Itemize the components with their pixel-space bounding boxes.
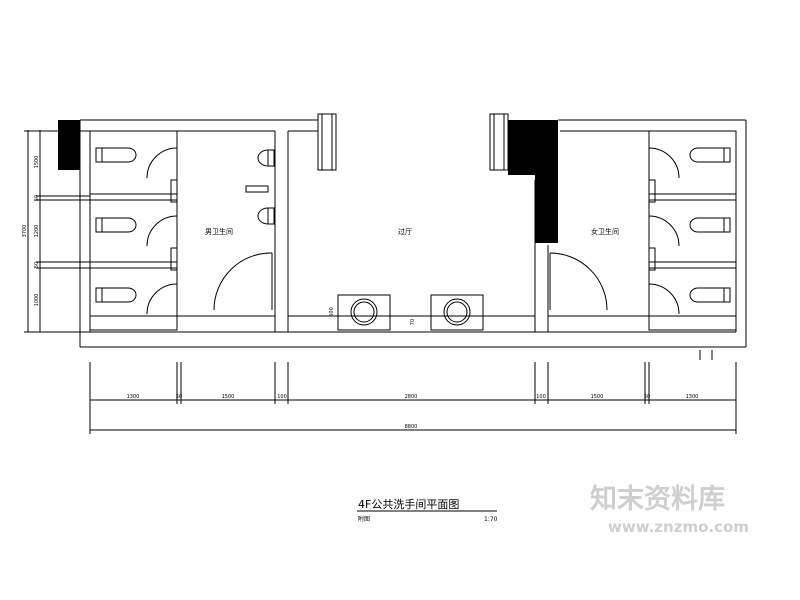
- mens-stall-1: [89, 130, 178, 195]
- womens-entry-door-swing: [549, 252, 608, 311]
- stall-door-swing: [146, 283, 178, 315]
- toilet-icon: [689, 217, 731, 233]
- sink-cabinet: [430, 294, 484, 331]
- mens-stall-post-2: [170, 247, 178, 271]
- dim-sink-gap: 70: [410, 319, 416, 325]
- dim-bottom-0: 1300: [127, 394, 140, 400]
- stall-door-swing: [146, 215, 178, 247]
- womens-stall-1: [648, 130, 737, 195]
- dim-left-1: 50: [34, 195, 40, 201]
- dim-bottom-8: 1300: [686, 394, 699, 400]
- room-label-hall: 过厅: [398, 227, 412, 236]
- dim-bottom-1: 50: [176, 394, 182, 400]
- dim-bottom-3: 100: [277, 394, 287, 400]
- dim-left-total: 3700: [22, 225, 28, 238]
- sink-icon: [350, 298, 378, 326]
- stall-door-swing: [648, 147, 680, 179]
- mens-stall-post-1: [170, 179, 178, 203]
- watermark-url: www.znzmo.com: [608, 518, 749, 536]
- womens-stall-3: [648, 267, 737, 331]
- dim-bottom-6: 1500: [591, 394, 604, 400]
- drawing-title: 4F公共洗手间平面图: [358, 497, 459, 511]
- dim-bottom-4: 2800: [405, 394, 418, 400]
- stall-door-swing: [146, 147, 178, 179]
- dim-bottom-5: 100: [536, 394, 546, 400]
- sink-cabinet: [337, 294, 391, 331]
- dim-left-2: 1200: [34, 225, 40, 238]
- drawing-title-left: 附图: [358, 515, 370, 523]
- mens-stall-2: [89, 199, 178, 263]
- dim-sink-counter: 600: [329, 307, 335, 317]
- urinal-partition: [245, 185, 269, 193]
- watermark-brand: 知末资料库: [590, 484, 725, 515]
- column-left: [58, 120, 80, 170]
- window-left: [317, 113, 337, 171]
- dim-bottom-2: 1500: [222, 394, 235, 400]
- drawing-scale: 1:70: [484, 516, 498, 523]
- dim-left-3: 50: [34, 262, 40, 268]
- dim-bottom-7: 50: [644, 394, 650, 400]
- stall-door-swing: [648, 283, 680, 315]
- window-right: [489, 113, 509, 171]
- mens-entry-door-swing: [213, 252, 273, 311]
- toilet-icon: [689, 287, 731, 303]
- toilet-icon: [95, 287, 137, 303]
- column-right-top: [508, 120, 558, 175]
- room-label-mens: 男卫生间: [205, 227, 233, 236]
- womens-stall-post-1: [648, 179, 656, 203]
- room-label-womens: 女卫生间: [591, 227, 619, 236]
- womens-stall-post-2: [648, 247, 656, 271]
- column-right-lower: [535, 175, 558, 243]
- stall-door-swing: [648, 215, 680, 247]
- toilet-icon: [95, 147, 137, 163]
- mens-stall-3: [89, 267, 178, 331]
- dim-left-4: 1000: [34, 294, 40, 307]
- urinal-icon: [257, 207, 275, 225]
- dim-bottom-total: 8800: [405, 424, 418, 430]
- toilet-icon: [689, 147, 731, 163]
- urinal-icon: [257, 149, 275, 167]
- sink-icon: [443, 298, 471, 326]
- toilet-icon: [95, 217, 137, 233]
- dim-left-0: 1500: [34, 156, 40, 169]
- womens-stall-2: [648, 199, 737, 263]
